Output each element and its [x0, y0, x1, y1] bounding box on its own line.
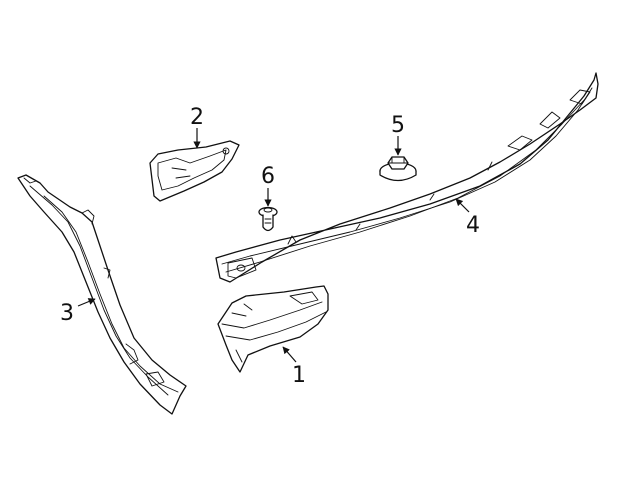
leader-lines	[77, 128, 470, 363]
callout-5: 5	[391, 113, 405, 138]
part-3-pillar-trim[interactable]	[17, 174, 187, 415]
part-4-trim-strip[interactable]	[215, 72, 599, 283]
callout-1: 1	[292, 363, 306, 388]
part-2-bracket[interactable]	[149, 140, 240, 202]
leader-1	[282, 346, 297, 363]
callout-6: 6	[261, 164, 275, 189]
leader-4	[455, 198, 470, 213]
part-6-clip[interactable]	[258, 206, 278, 232]
part-5-nut[interactable]	[379, 156, 417, 182]
part-1-lower-bracket[interactable]	[217, 285, 329, 373]
callout-2: 2	[190, 105, 204, 130]
leader-3	[77, 298, 96, 307]
callout-4: 4	[466, 213, 480, 238]
callout-labels: 1 2 3 4 5 6	[60, 105, 480, 388]
callout-3: 3	[60, 301, 74, 326]
